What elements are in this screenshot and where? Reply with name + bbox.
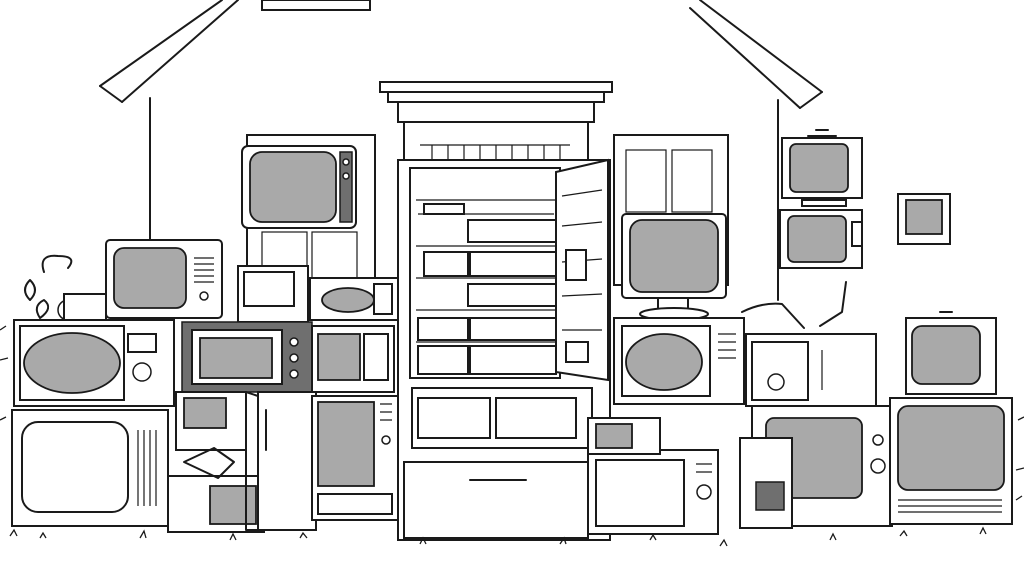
wall-tv-right-lower [779,209,863,269]
large-microwave-left [13,319,175,407]
small-microwave-bottom-right [587,417,719,535]
house-outline [99,0,823,301]
microwave-mid [311,325,395,393]
small-monitor-left [237,265,309,323]
large-tv-bottom-left [11,409,169,527]
crt-tv-right-of-door [621,213,727,321]
wall-tv-left [241,145,357,229]
grass-strip [0,325,1024,547]
crt-tv-far-right-bottom [889,397,1013,525]
crt-tv-bottom-right-mid [739,405,893,529]
wall-tv-right-upper [781,129,863,207]
microwave-black-frame [181,321,313,393]
microwave-small-top [309,277,399,321]
toy-figures [24,254,107,321]
crt-tv-on-stack-left [105,239,223,319]
appliance-with-hose [741,281,877,407]
small-tv-stack-bottom [167,391,265,533]
open-refrigerator [397,158,611,541]
attic-window [261,0,371,11]
front-door-frame [379,81,613,161]
mini-fridge-white [245,391,317,531]
crt-tv-bottom-mid [311,395,399,521]
wall-tv-right-small [897,193,951,245]
fridge-drawer [403,461,589,539]
microwave-right-center [613,317,745,405]
crt-tv-far-right-upper [905,311,997,395]
